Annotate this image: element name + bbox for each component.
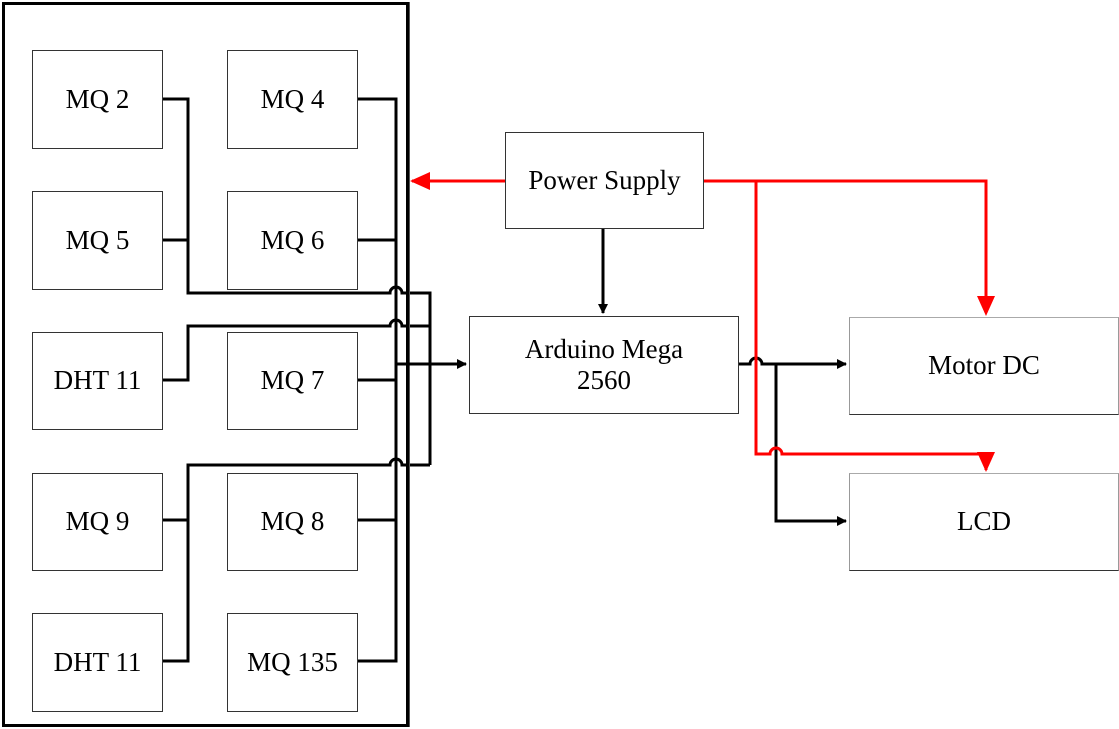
sensor-dht11-b: DHT 11 [32,613,163,712]
right-column-bus [357,97,398,663]
power-supply-block: Power Supply [505,132,704,229]
arduino-label-line2: 2560 [577,365,631,395]
sensor-mq4: MQ 4 [227,50,358,149]
sensor-label: MQ 7 [260,365,325,396]
power-supply-label: Power Supply [528,164,681,195]
sensor-group-frame [2,2,409,727]
sensor-label: MQ 5 [65,224,130,255]
motor-dc-label: Motor DC [928,350,1040,381]
sensor-label: DHT 11 [53,365,142,396]
sensor-mq2: MQ 2 [32,50,163,149]
sensor-label: MQ 4 [260,83,325,114]
sensor-mq7: MQ 7 [227,332,358,430]
arduino-block: Arduino Mega 2560 [469,316,739,414]
sensor-label: DHT 11 [53,646,142,677]
arduino-label-line1: Arduino Mega [524,333,684,364]
sensor-mq5: MQ 5 [32,191,163,290]
arduino-output-wires [738,356,847,526]
lcd-block: LCD [849,473,1119,571]
sensor-label: MQ 6 [260,224,325,255]
power-arrow-to-sensors [410,172,430,190]
left-column-wires [162,97,432,663]
sensor-mq9: MQ 9 [32,473,163,571]
sensor-dht11-a: DHT 11 [32,332,163,430]
sensor-label: MQ 135 [247,646,338,677]
sensor-mq8: MQ 8 [227,473,358,571]
sensor-label: MQ 2 [65,83,130,114]
motor-dc-block: Motor DC [849,317,1119,415]
lcd-label: LCD [957,506,1011,537]
power-arrow-to-lcd [977,452,995,472]
sensor-mq6: MQ 6 [227,191,358,290]
power-arrowheads [410,172,995,472]
sensor-mq135: MQ 135 [227,613,358,712]
sensor-label: MQ 9 [65,506,130,537]
power-arrow-to-motor [977,296,995,316]
sensor-label: MQ 8 [260,506,325,537]
